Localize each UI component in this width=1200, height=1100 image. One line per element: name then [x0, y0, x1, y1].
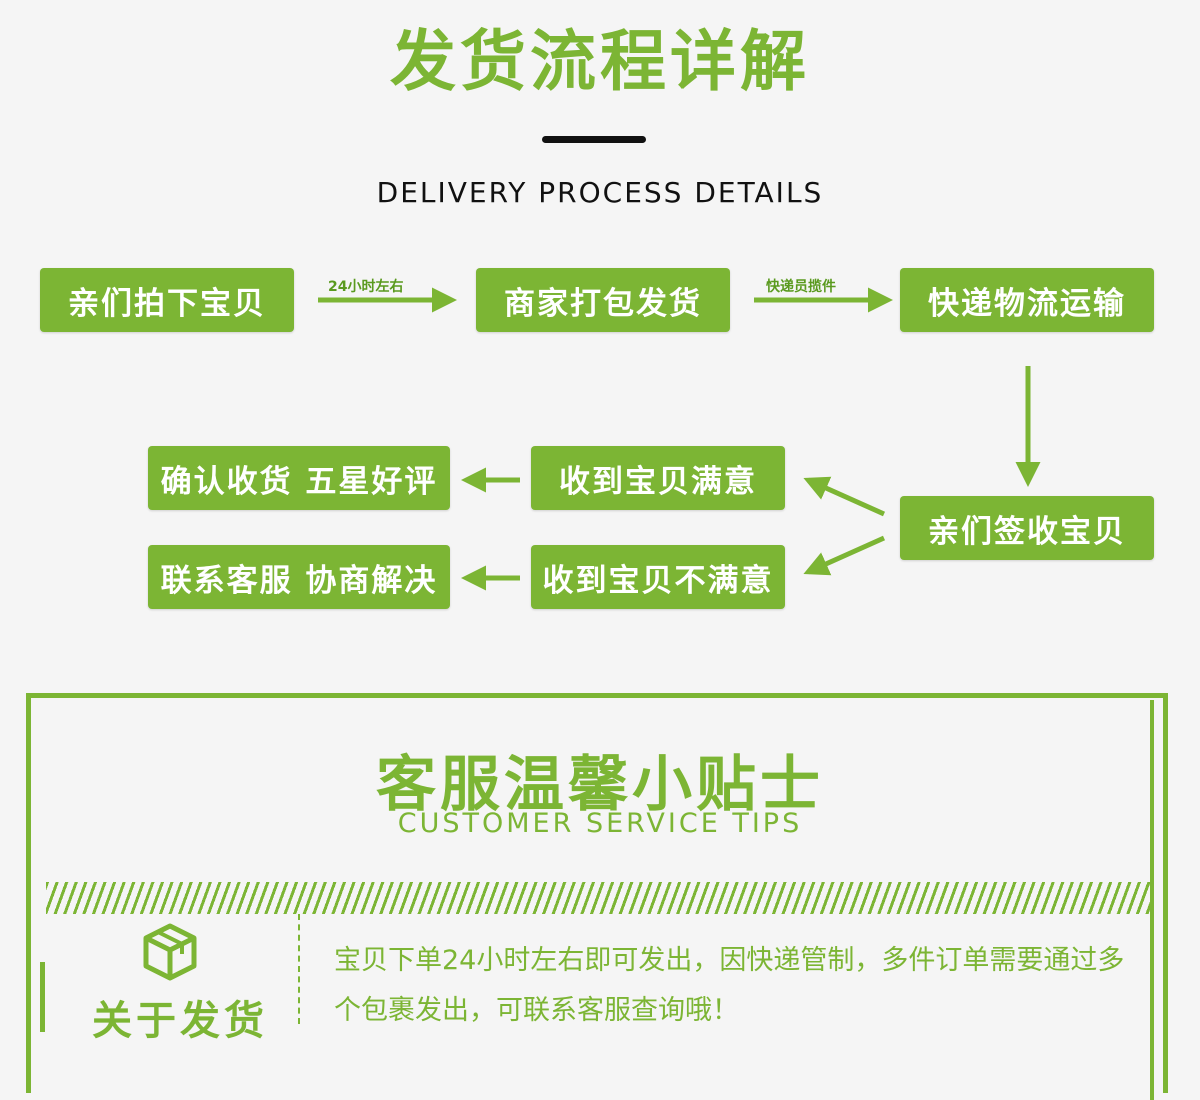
flow-step-receive: 亲们签收宝贝: [900, 496, 1154, 560]
tips-subtitle: CUSTOMER SERVICE TIPS: [397, 808, 803, 839]
shipping-tip-text: 宝贝下单24小时左右即可发出，因快递管制，多件订单需要通过多个包裹发出，可联系客…: [334, 945, 1125, 1026]
flow-step-contact: 联系客服 协商解决: [148, 545, 450, 609]
package-box-icon: [143, 923, 197, 981]
tips-title: 客服温馨小贴士: [376, 750, 824, 820]
arrow-step4-unsatisfied: [803, 535, 886, 576]
shipping-column-line: [40, 962, 45, 1032]
title-divider: [542, 136, 646, 143]
shipping-dashed-separator: [298, 914, 300, 1024]
page-title: 发货流程详解: [390, 23, 810, 100]
tips-frame: [26, 693, 1168, 1093]
arrow2-label: 快递员揽件: [766, 279, 836, 295]
shipping-title: 关于发货: [92, 998, 268, 1044]
flow-arrows: [318, 287, 1041, 591]
arrow1-label: 24小时左右: [328, 279, 404, 295]
flow-step-unsatisfied: 收到宝贝不满意: [531, 545, 785, 609]
tips-stripe-band: [46, 882, 1152, 914]
page-subtitle: DELIVERY PROCESS DETAILS: [376, 176, 824, 209]
tips-frame-inner-line: [1150, 700, 1154, 1100]
arrow-step4-satisfied: [803, 476, 886, 517]
flow-step-order: 亲们拍下宝贝: [40, 268, 294, 332]
flow-step-confirm: 确认收货 五星好评: [148, 446, 450, 510]
flow-step-transport: 快递物流运输: [900, 268, 1154, 332]
flow-step-pack: 商家打包发货: [476, 268, 730, 332]
flow-step-satisfied: 收到宝贝满意: [531, 446, 785, 510]
